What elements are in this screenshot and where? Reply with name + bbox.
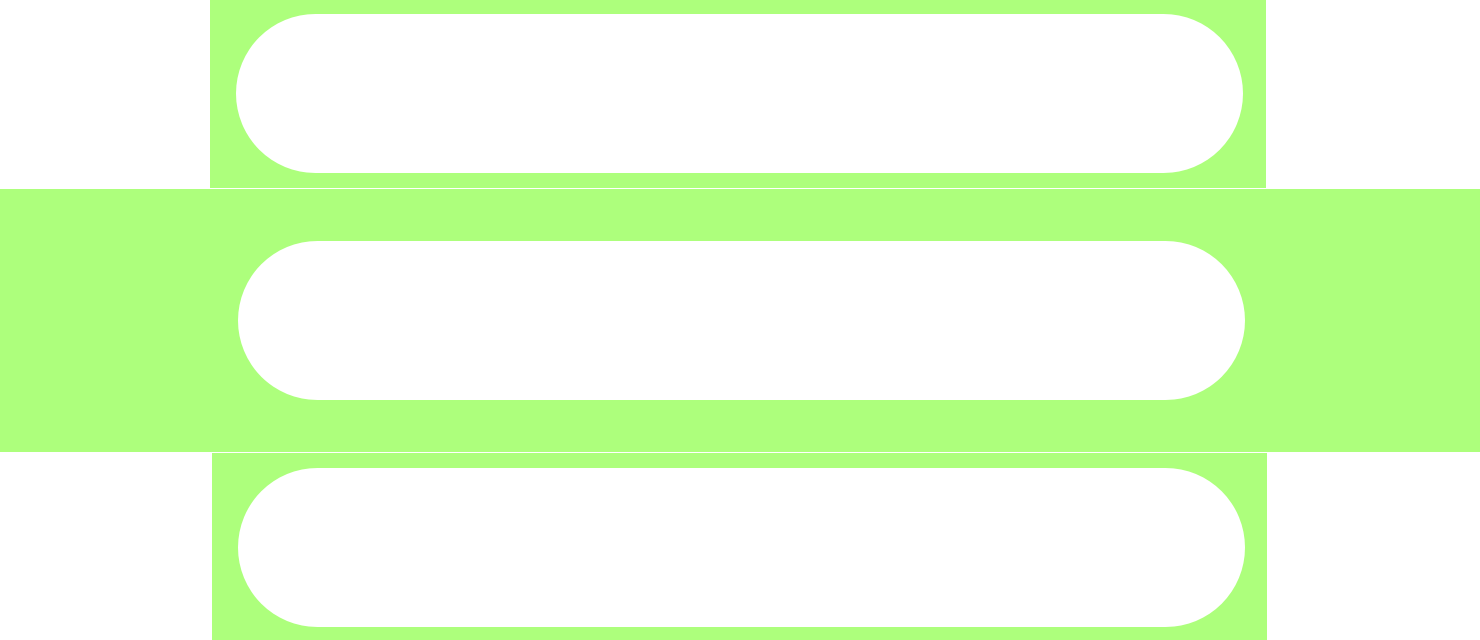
menu-button-1[interactable]	[236, 14, 1243, 173]
menu-button-3[interactable]	[238, 468, 1245, 627]
menu-button-2[interactable]	[238, 241, 1245, 400]
